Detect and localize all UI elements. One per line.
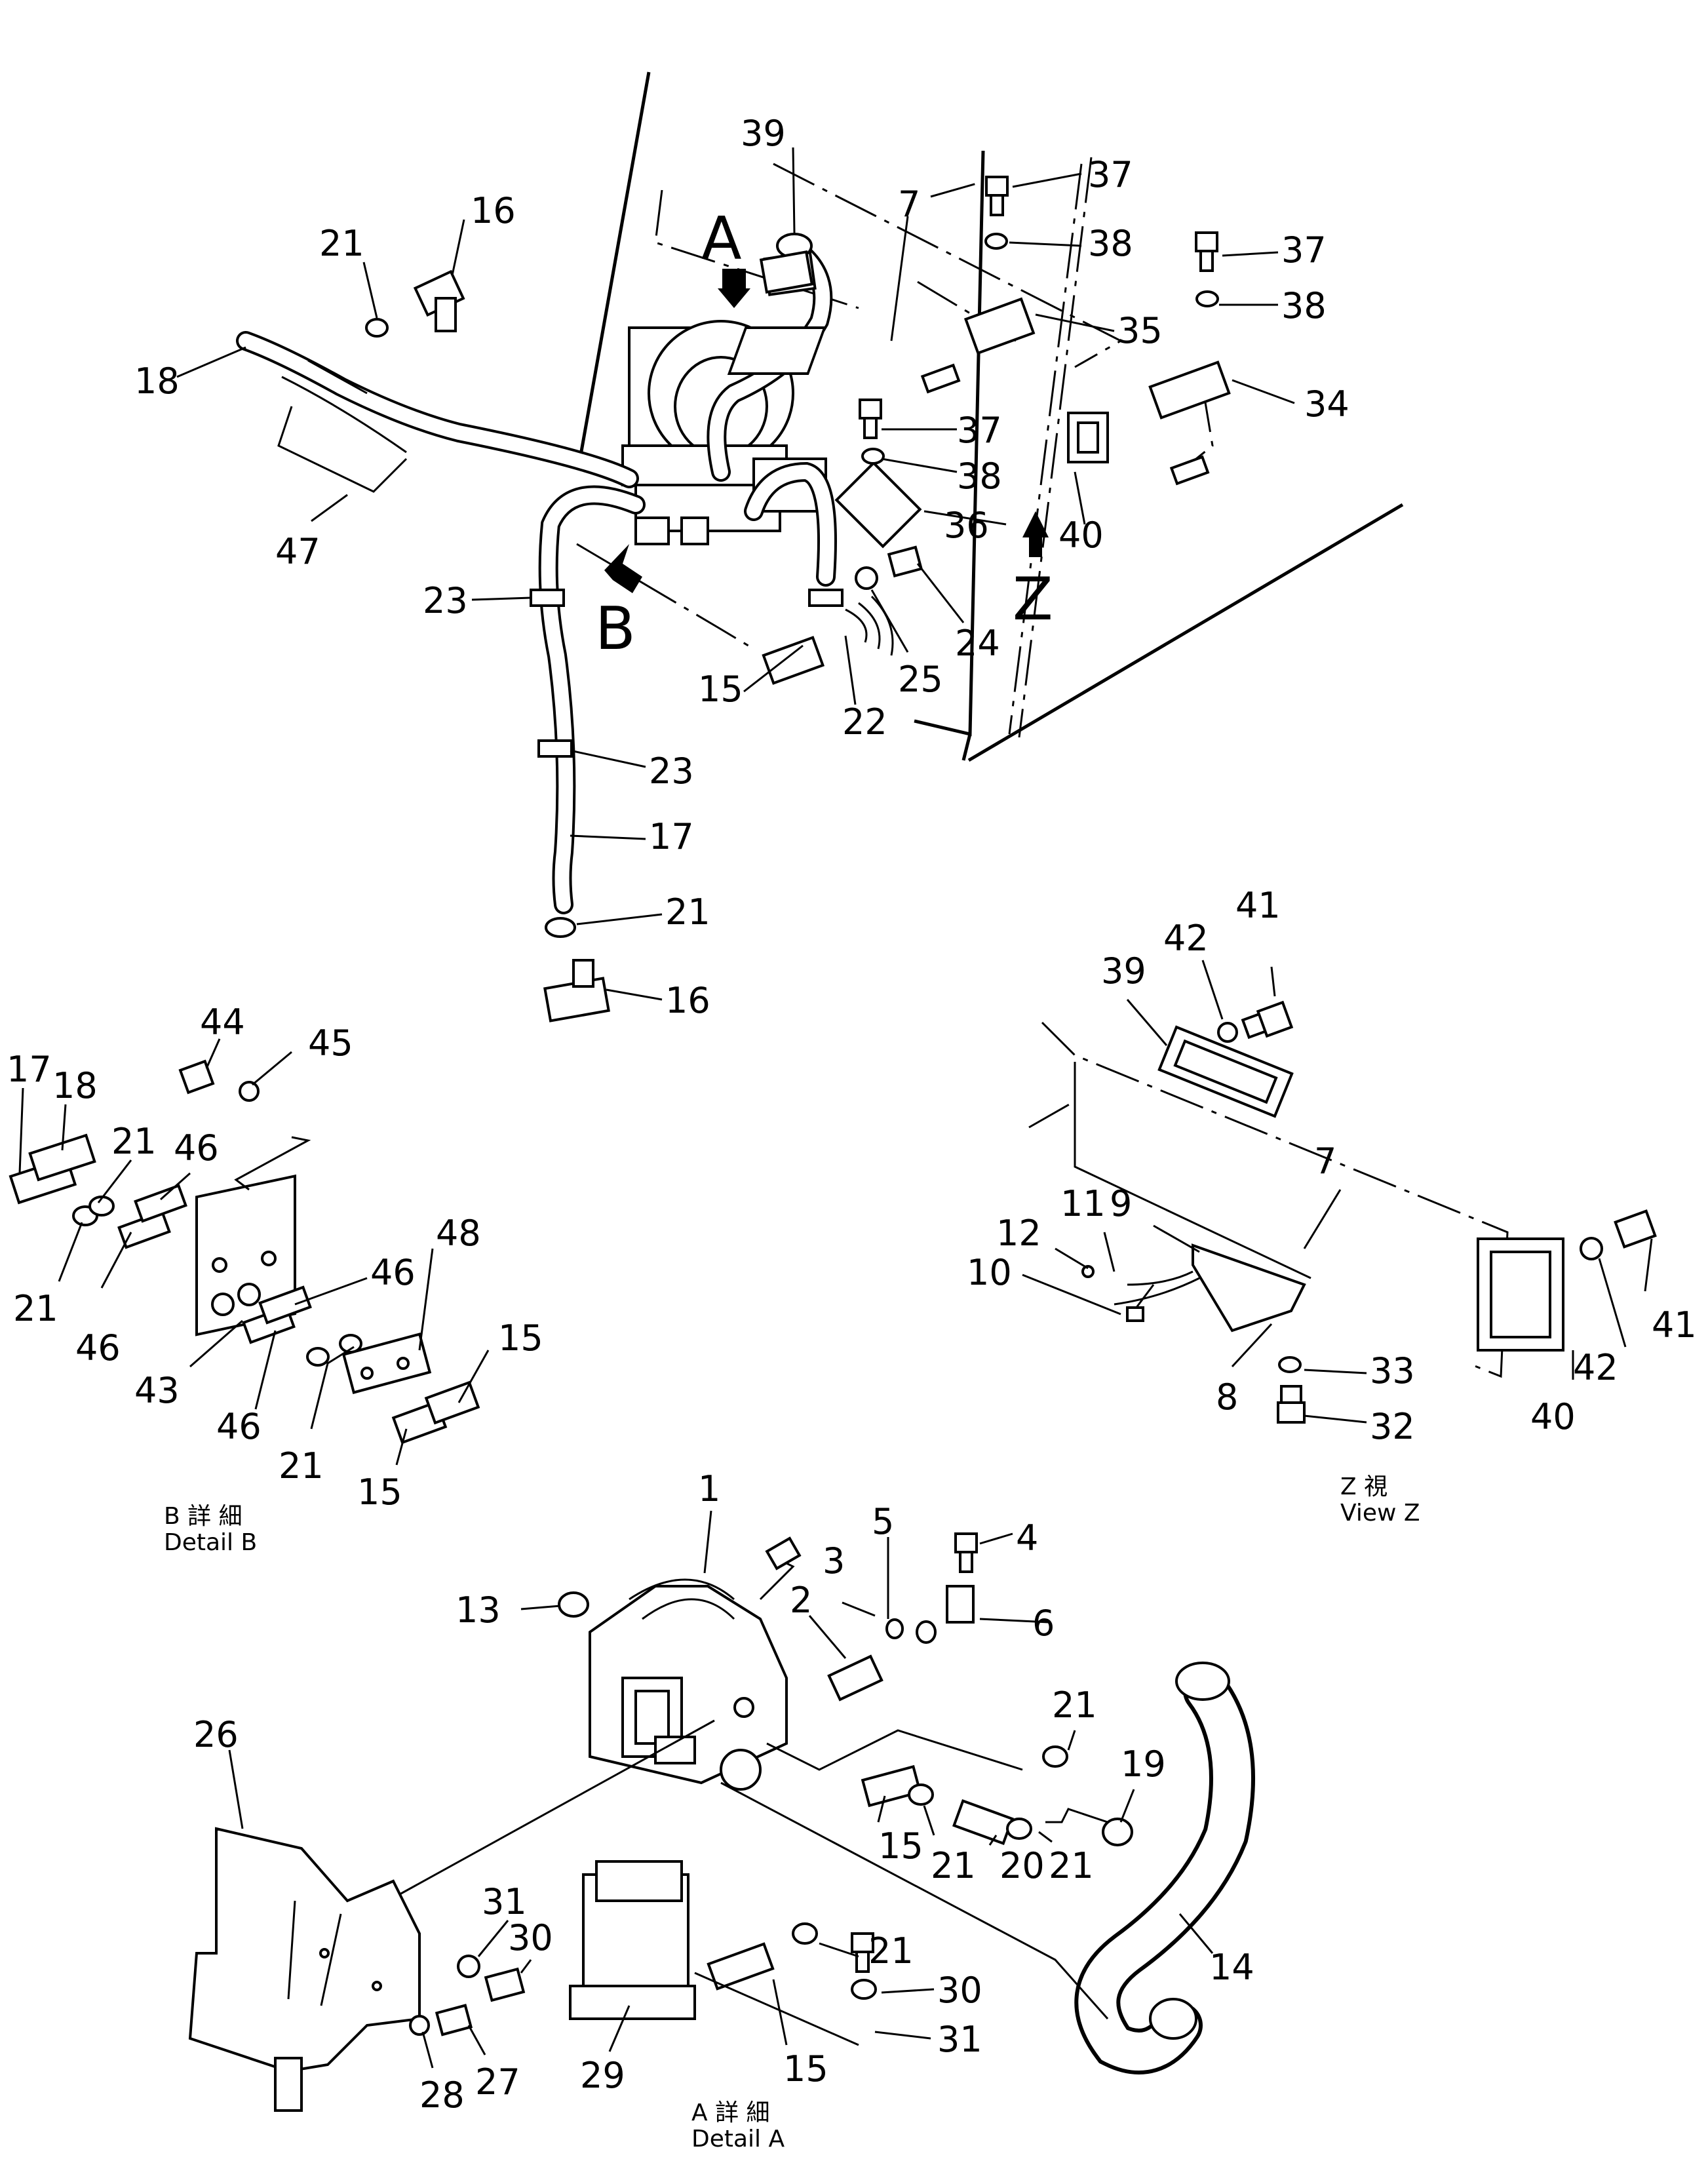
caption-detail-b-en: Detail B: [164, 1529, 257, 1556]
callout-25: 25: [898, 659, 943, 700]
callout-14: 14: [1209, 1947, 1254, 1988]
view-z: 41 42 39 11 9 7 12 10 42 41 40 33 8 32 Z…: [967, 885, 1697, 1527]
callout-21-bottom: 21: [665, 891, 710, 933]
caption-view-z-en: View Z: [1340, 1500, 1420, 1527]
callout-42-a: 42: [1163, 918, 1209, 959]
callout-38-b: 38: [1281, 285, 1327, 326]
callout-18-b: 18: [52, 1065, 98, 1106]
callout-15-main: 15: [698, 669, 743, 710]
callout-9: 9: [1110, 1183, 1132, 1224]
callout-21-b3: 21: [279, 1445, 324, 1487]
callout-13: 13: [456, 1589, 501, 1631]
callout-35: 35: [1117, 310, 1163, 351]
callout-7-z: 7: [1314, 1140, 1336, 1182]
callout-15-b1: 15: [498, 1317, 543, 1359]
callout-19: 19: [1121, 1743, 1166, 1785]
callout-21-a2: 21: [931, 1845, 976, 1886]
callout-17-b: 17: [7, 1049, 52, 1090]
callout-37-b: 37: [1281, 229, 1327, 271]
callout-31-b: 31: [937, 2019, 982, 2060]
callout-41-b: 41: [1652, 1304, 1697, 1346]
callout-16-top: 16: [471, 190, 516, 231]
callout-21-b1: 21: [111, 1121, 157, 1162]
callout-42-b: 42: [1573, 1347, 1618, 1388]
callout-28: 28: [419, 2074, 465, 2116]
callout-22: 22: [842, 701, 887, 743]
callout-46-b2: 46: [75, 1327, 121, 1369]
caption-view-z-jp: Z 視: [1340, 1473, 1388, 1500]
callout-46-b4: 46: [216, 1406, 262, 1447]
callout-43: 43: [134, 1370, 180, 1411]
detail-a: 1 5 4 3 2 6 13 26 21 19 15 21 20 21 31 3…: [188, 1468, 1255, 2152]
callout-17-main: 17: [649, 816, 694, 857]
callout-11: 11: [1060, 1183, 1106, 1224]
callout-24: 24: [955, 623, 1000, 664]
callout-48: 48: [436, 1213, 481, 1254]
callout-31-a: 31: [482, 1881, 527, 1922]
callout-23-b: 23: [649, 750, 694, 792]
caption-detail-a-en: Detail A: [691, 2126, 785, 2152]
view-letter-Z: Z: [1013, 565, 1053, 634]
callout-29: 29: [580, 2055, 625, 2096]
callout-2: 2: [790, 1580, 812, 1621]
callout-5: 5: [872, 1501, 894, 1542]
callout-44: 44: [200, 1002, 245, 1043]
callout-23-a: 23: [423, 580, 468, 621]
callout-40-z: 40: [1530, 1396, 1576, 1437]
detail-b: 44 45 17 18 21 46 21 46 43 46 46 48 15 2…: [7, 1002, 543, 1556]
callout-34: 34: [1304, 383, 1349, 425]
callout-10: 10: [967, 1252, 1012, 1293]
callout-27: 27: [475, 2061, 520, 2103]
callout-38-a: 38: [1088, 223, 1133, 264]
callout-21-a4: 21: [868, 1930, 914, 1972]
callout-39-z: 39: [1101, 950, 1146, 992]
heater-unit: [621, 320, 827, 545]
callout-33: 33: [1370, 1350, 1415, 1392]
detail-b-hoses: [9, 1133, 96, 1205]
callout-38-c: 38: [957, 456, 1002, 497]
heater-core-unit: [589, 1559, 795, 1791]
callout-21-b2: 21: [13, 1288, 58, 1329]
callout-15-a2: 15: [783, 2048, 828, 2090]
view-letter-B: B: [595, 594, 636, 663]
callout-46-b1: 46: [174, 1127, 219, 1169]
callout-21-top: 21: [319, 223, 364, 264]
callout-7-main: 7: [898, 184, 920, 225]
callout-30-b: 30: [937, 1970, 982, 2011]
main-view: A B Z: [134, 71, 1404, 1022]
callout-20: 20: [1000, 1845, 1045, 1886]
callout-18-main: 18: [134, 360, 180, 402]
callout-32: 32: [1370, 1406, 1415, 1447]
caption-detail-a-jp: A 詳 細: [691, 2099, 770, 2126]
callout-36: 36: [944, 505, 989, 546]
callout-8: 8: [1216, 1376, 1238, 1418]
callout-6: 6: [1032, 1603, 1055, 1644]
callout-26: 26: [193, 1714, 239, 1755]
callout-40-main: 40: [1058, 515, 1104, 556]
callout-37-c: 37: [957, 410, 1002, 451]
callout-45: 45: [308, 1022, 353, 1064]
callout-46-b3: 46: [370, 1252, 416, 1293]
callout-3: 3: [823, 1540, 845, 1582]
callout-37-a: 37: [1088, 154, 1133, 195]
callout-15-b2: 15: [357, 1471, 402, 1513]
callout-16-bottom: 16: [665, 980, 710, 1021]
callout-47: 47: [275, 531, 320, 572]
view-letter-A: A: [701, 204, 742, 273]
callout-21-a3: 21: [1049, 1845, 1094, 1886]
cab-panel-outline: [578, 71, 1404, 762]
callout-39-main: 39: [741, 113, 786, 154]
callout-15-a1: 15: [878, 1825, 923, 1867]
callout-4: 4: [1016, 1517, 1038, 1559]
callout-1: 1: [698, 1468, 720, 1509]
callout-41-a: 41: [1235, 885, 1281, 926]
callout-30-a: 30: [508, 1917, 553, 1958]
caption-detail-b-jp: B 詳 細: [164, 1503, 243, 1530]
callout-21-a1: 21: [1052, 1684, 1097, 1726]
callout-12: 12: [996, 1213, 1041, 1254]
